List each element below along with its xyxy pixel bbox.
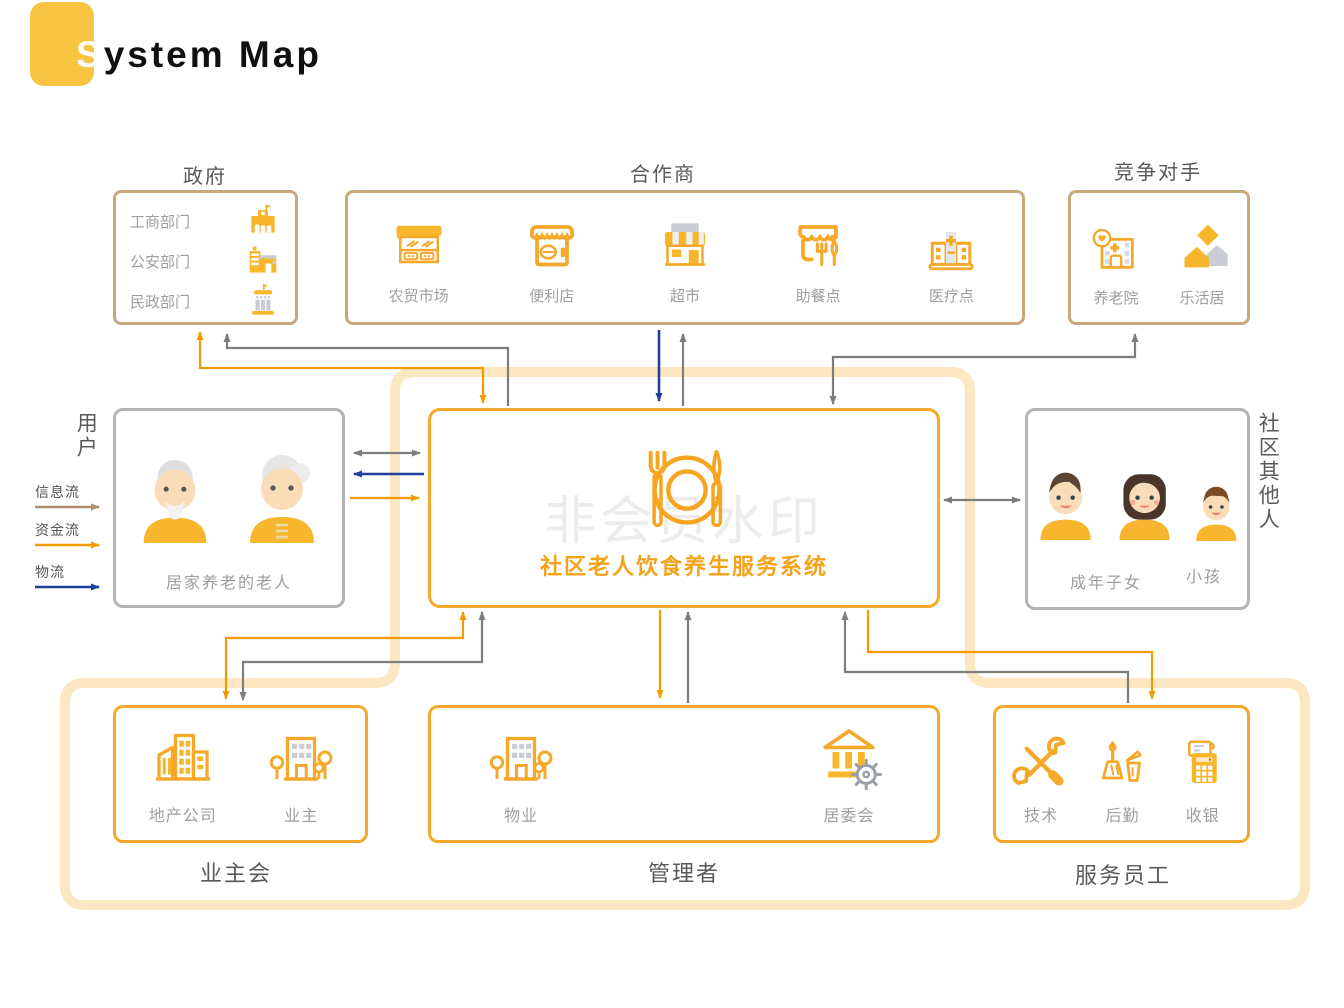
- competitor-item-label: 乐活居: [1179, 290, 1225, 307]
- staff-item-label: 技术: [1024, 808, 1059, 825]
- logistics-flow-label: 物流: [35, 564, 65, 580]
- page-title: System Map: [76, 34, 322, 75]
- elderly-man-icon: [128, 451, 222, 545]
- manager-item-label: 居委会: [823, 808, 875, 825]
- community-item-label: 小孩: [1186, 569, 1223, 586]
- funds-flow-label: 资金流: [35, 522, 80, 538]
- partner-item-label: 助餐点: [795, 288, 841, 305]
- owner-item-label: 地产公司: [148, 808, 217, 825]
- users-title: 用户: [74, 412, 98, 460]
- staff-box: 技术 后勤 收银: [993, 705, 1250, 843]
- community-box: 成年子女 小孩: [1025, 408, 1250, 610]
- manager-item: 物业: [481, 722, 561, 826]
- owners-title: 业主会: [199, 861, 273, 886]
- government-item-label: 公安部门: [130, 253, 191, 271]
- government-title: 政府: [183, 166, 227, 188]
- cashier-pos-icon: [1173, 732, 1233, 794]
- users-box: 居家养老的老人: [113, 408, 345, 608]
- real-estate-company-icon: [140, 722, 226, 794]
- owner-building-icon: [261, 722, 341, 794]
- managers-box: 物业 居委会: [428, 705, 940, 843]
- competitors-title: 竞争对手: [1114, 162, 1202, 184]
- community-item-label: 成年子女: [1070, 575, 1143, 592]
- manager-item-label: 物业: [503, 808, 538, 825]
- partners-title: 合作商: [630, 164, 696, 186]
- owners-box: 地产公司 业主: [113, 705, 368, 843]
- managers-title: 管理者: [647, 861, 721, 886]
- supermarket-icon: [655, 217, 715, 277]
- partner-item-label: 超市: [669, 288, 700, 305]
- legend-arrows: [35, 503, 100, 591]
- elderly-woman-icon: [234, 449, 330, 545]
- manager-item: 居委会: [811, 722, 887, 826]
- competitor-item: 乐活居: [1174, 223, 1230, 308]
- staff-item-label: 后勤: [1105, 808, 1140, 825]
- partner-item: 超市: [655, 217, 715, 306]
- adult-man-icon: [1028, 463, 1103, 545]
- community-title: 社区其他人: [1256, 412, 1280, 532]
- legend-item-funds: 资金流: [35, 520, 80, 540]
- staff-title: 服务员工: [1074, 863, 1172, 888]
- competitor-item: 养老院: [1088, 223, 1144, 308]
- boy-icon: [1186, 479, 1247, 545]
- owner-item: 地产公司: [140, 722, 226, 826]
- partner-item-label: 便利店: [529, 288, 575, 305]
- logistics-cleaning-icon: [1092, 732, 1152, 794]
- partners-box: 农贸市场 便利店 超市 助餐点 医疗点: [345, 190, 1025, 325]
- staff-item-label: 收银: [1185, 808, 1220, 825]
- logo-square: [30, 2, 94, 86]
- partner-item: 医疗点: [921, 217, 981, 306]
- staff-item: 后勤: [1092, 732, 1152, 826]
- partner-item: 农贸市场: [389, 217, 449, 306]
- staff-item: 收银: [1173, 732, 1233, 826]
- police-station-icon: [243, 241, 283, 281]
- government-item-label: 工商部门: [130, 213, 191, 231]
- legend-item-info: 信息流: [35, 482, 80, 502]
- convenience-store-icon: [522, 217, 582, 277]
- partner-item-label: 农贸市场: [388, 288, 449, 305]
- flow-arrows: [196, 330, 1156, 703]
- government-item-label: 民政部门: [130, 293, 191, 311]
- system-title: 社区老人饮食养生服务系统: [539, 554, 828, 579]
- property-management-icon: [481, 722, 561, 794]
- legend-item-logistics: 物流: [35, 562, 65, 582]
- government-box: 工商部门 公安部门 民政部门: [113, 190, 298, 325]
- neighborhood-committee-icon: [811, 722, 887, 794]
- competitors-box: 养老院 乐活居: [1068, 190, 1250, 325]
- adult-woman-icon: [1107, 463, 1182, 545]
- owner-item: 业主: [261, 722, 341, 826]
- houses-icon: [1174, 223, 1230, 279]
- technology-tools-icon: [1010, 732, 1072, 794]
- medical-station-icon: [921, 217, 981, 277]
- meal-station-icon: [788, 217, 848, 277]
- staff-item: 技术: [1010, 732, 1072, 826]
- system-box: 非会员水印 社区老人饮食养生服务系统: [428, 408, 940, 608]
- owner-item-label: 业主: [284, 808, 319, 825]
- plate-fork-knife-icon: [623, 439, 751, 547]
- nursing-home-icon: [1088, 223, 1144, 279]
- commerce-bureau-building-icon: [243, 201, 283, 241]
- partner-item: 助餐点: [788, 217, 848, 306]
- info-flow-label: 信息流: [35, 484, 80, 500]
- competitor-item-label: 养老院: [1093, 290, 1139, 307]
- partner-item-label: 医疗点: [928, 288, 974, 305]
- farmers-market-icon: [389, 217, 449, 277]
- partner-item: 便利店: [522, 217, 582, 306]
- users-caption: 居家养老的老人: [165, 575, 292, 592]
- civil-affairs-building-icon: [243, 281, 283, 321]
